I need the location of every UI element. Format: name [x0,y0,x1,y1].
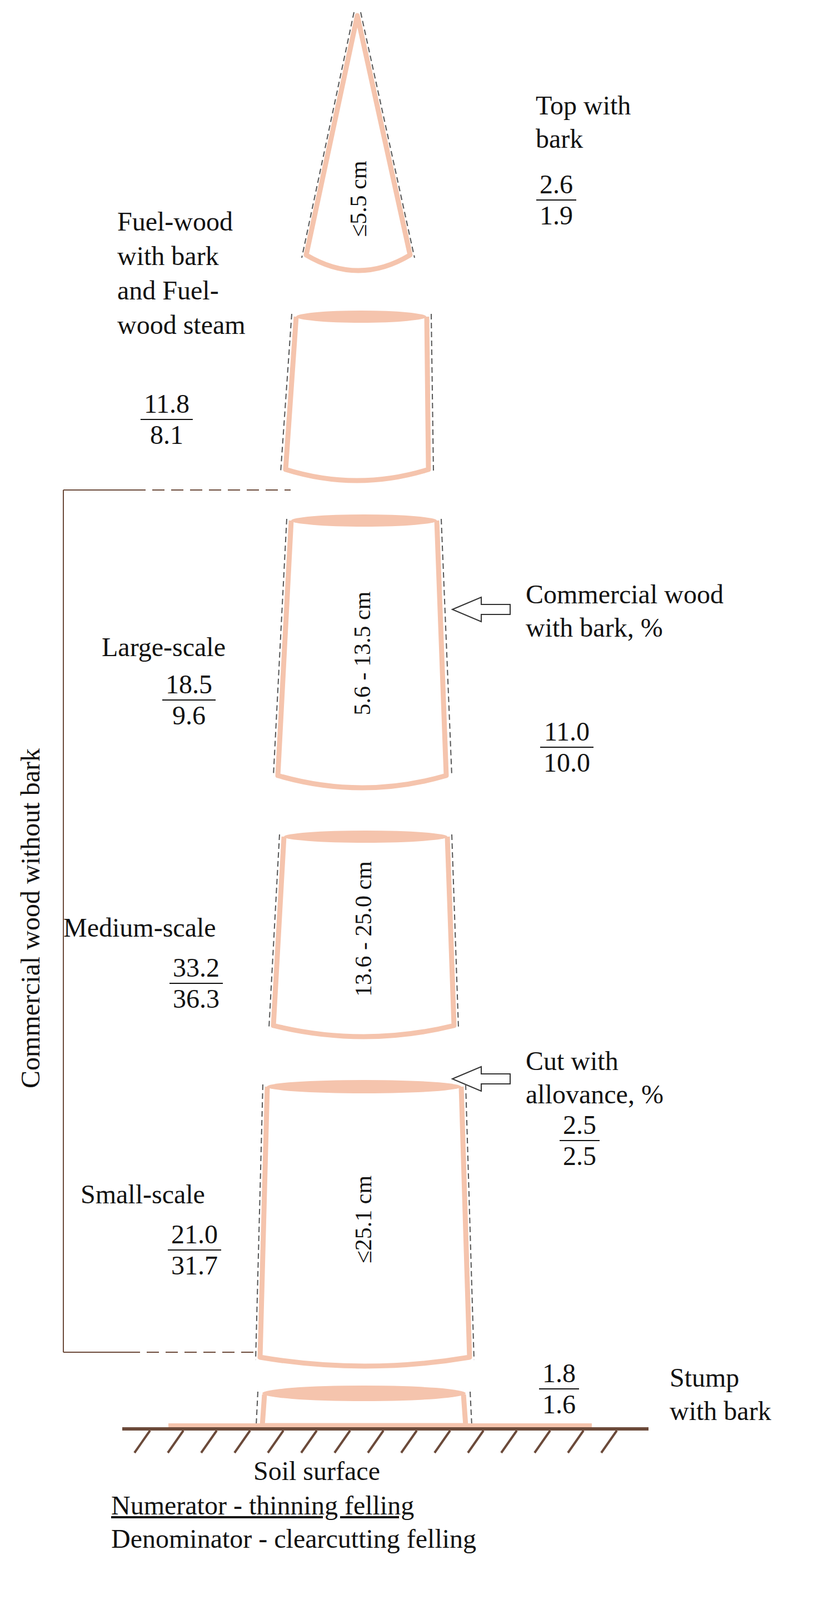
numerator-value: 21.0 [167,1219,222,1251]
denominator-value: 2.5 [559,1141,600,1172]
share-fraction: 21.031.7 [167,1219,222,1281]
numerator-value: 33.2 [169,953,223,985]
share-fraction: 18.59.6 [162,669,216,731]
part-label: Small-scale [80,1178,206,1212]
fuel-wood-segment [280,310,434,481]
bracket [63,490,291,1353]
numerator-value: 11.8 [140,388,193,421]
large-scale-segment: 5.6 - 13.5 cm [272,511,453,795]
denominator-value: 1.6 [539,1389,580,1420]
bracket-label: Commercial wood without bark [15,748,47,1089]
ground-label: Soil surface [251,1454,383,1489]
share-fraction: 11.010.0 [540,716,594,778]
share-fraction: 2.61.9 [536,169,577,231]
numerator-value: 2.6 [536,169,577,201]
segment-outline [300,11,417,278]
numerator-value: 1.8 [539,1358,580,1390]
share-fraction: 1.81.6 [539,1358,580,1420]
share-fraction: 2.52.5 [559,1110,600,1172]
diameter-label: ≤5.5 cm [345,160,372,237]
diameter-label: ≤25.1 cm [350,1175,377,1264]
numerator-value: 2.5 [559,1110,600,1142]
share-fraction: 11.88.1 [140,388,193,451]
denominator-value: 36.3 [169,984,223,1015]
stump-segment [256,1385,472,1426]
numerator-value: 18.5 [162,669,216,701]
denominator-value: 8.1 [140,420,193,451]
top-cone: ≤5.5 cm [300,11,417,278]
numerator-value: 11.0 [540,716,594,748]
part-label: Top with bark [535,88,635,156]
part-label: Commercial wood with bark, % [525,577,729,645]
diameter-label: 13.6 - 25.0 cm [350,861,377,997]
denominator-value: 10.0 [540,747,594,778]
note-text: Denominator - clearcutting felling [111,1522,477,1556]
denominator-value: 31.7 [167,1250,222,1281]
part-label: Cut with allovance, % [525,1044,707,1112]
pointer-arrow [452,597,511,1092]
part-label: Stump with bark [669,1361,777,1429]
diameter-label: 5.6 - 13.5 cm [348,591,376,716]
small-scale-segment: ≤25.1 cm [254,1078,476,1373]
part-label: Fuel-wood with bark and Fuel-wood steam [117,204,262,343]
part-label: Medium-scale [63,911,217,945]
soil-surface [122,1423,649,1454]
medium-scale-segment: 13.6 - 25.0 cm [267,828,460,1045]
part-label: Large-scale [101,630,226,665]
share-fraction: 33.236.3 [169,953,223,1015]
note-text: Numerator - thinning felling [111,1489,414,1523]
denominator-value: 9.6 [162,700,216,731]
denominator-value: 1.9 [536,200,577,231]
